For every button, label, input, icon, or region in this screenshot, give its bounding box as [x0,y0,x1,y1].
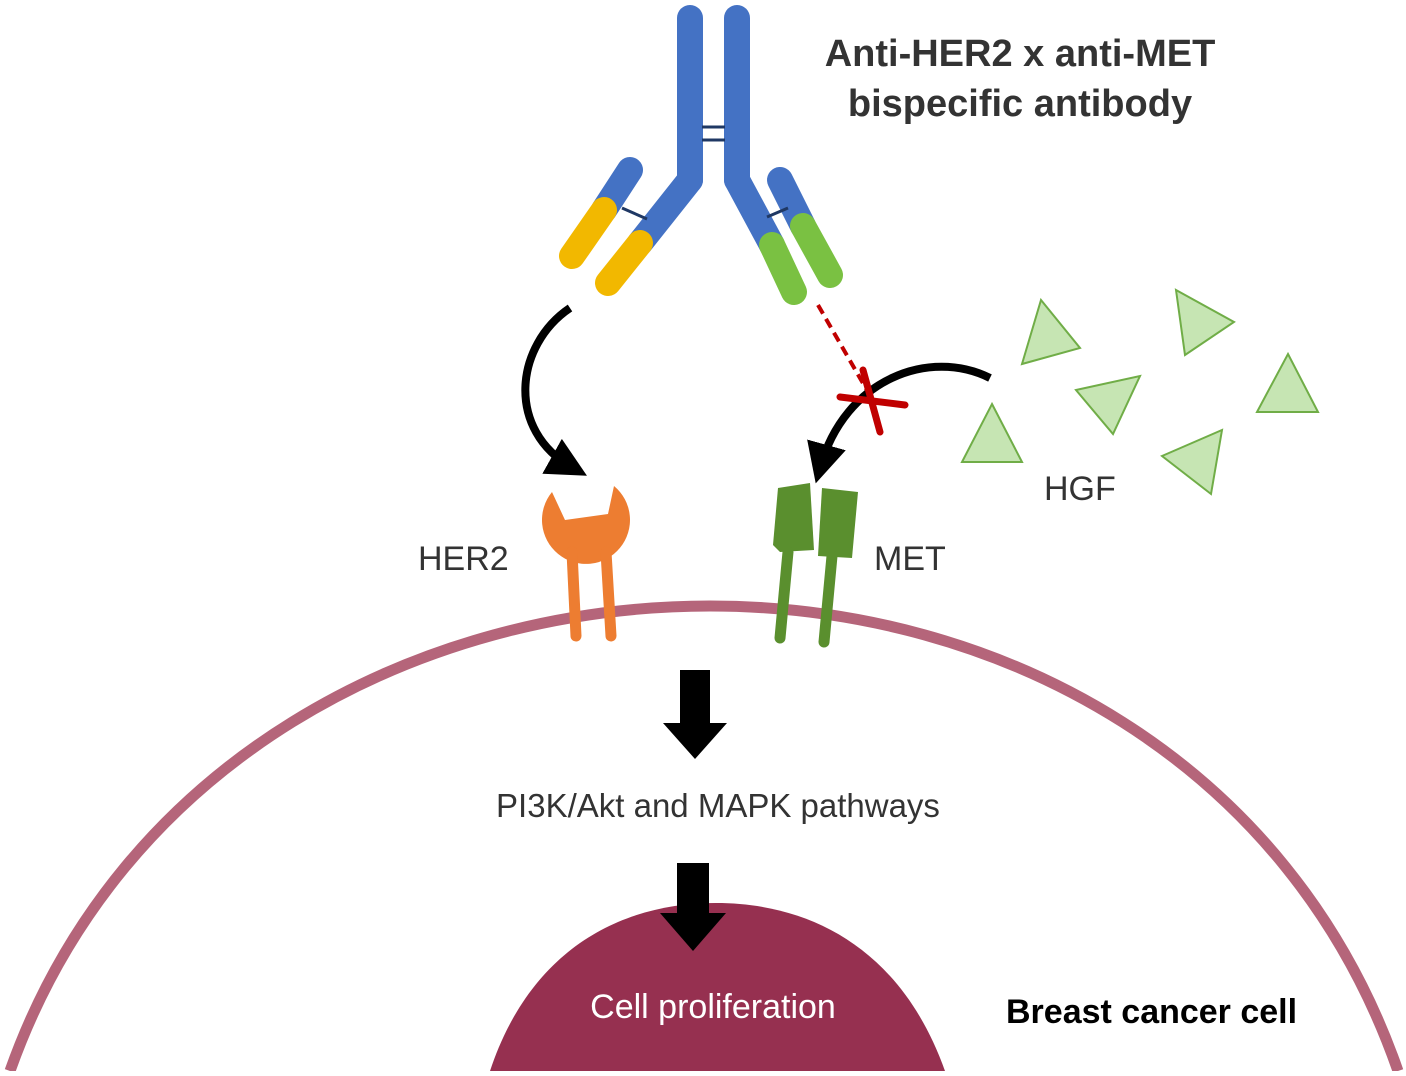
cell-label: Breast cancer cell [1006,993,1297,1031]
bispecific-antibody [559,5,843,305]
hgf-triangle [1255,351,1320,413]
nucleus [490,903,945,1071]
hgf-binding-arrow [807,362,992,484]
hgf-triangle [1074,374,1142,436]
title-line-1: Anti-HER2 x anti-MET [825,33,1216,75]
cell-membrane [4,600,1404,1073]
met-receptor-leg [774,546,794,644]
antibody-left-light-chain-tip [559,197,617,269]
antibody-left-heavy-arm [627,167,703,256]
met-receptor-leg [818,550,838,648]
antibody-right-heavy-arm-tip [759,232,807,305]
met-receptor-head [773,483,814,552]
title-line-2: bispecific antibody [848,83,1192,125]
nucleus-label: Cell proliferation [590,988,836,1026]
signal-arrow-down [663,670,727,759]
pathways-label: PI3K/Akt and MAPK pathways [496,787,940,824]
hgf-triangle [1160,428,1224,496]
proliferation-arrow-down [660,863,726,951]
block-x-icon [836,366,909,436]
antibody-right-light-chain-tip [790,213,843,288]
antibody-left-heavy-arm-tip [595,230,653,296]
right-arm-bond [766,206,789,219]
hgf-triangle [1020,297,1082,366]
left-arm-bond [621,206,648,221]
hgf-label: HGF [1044,470,1116,508]
hgf-triangle [960,401,1024,463]
her2-receptor-leg [600,546,617,642]
hgf-ligands [960,288,1320,496]
her2-receptor [541,486,630,642]
blocked-binding-line [816,304,870,393]
her2-receptor-head [541,486,630,564]
binding-arrow-her2 [521,304,587,476]
her2-receptor-leg [566,546,582,642]
met-receptor-head [818,488,858,558]
met-receptor [773,483,858,648]
met-label: MET [874,540,946,578]
her2-label: HER2 [418,540,509,578]
hgf-triangle [1174,288,1236,357]
